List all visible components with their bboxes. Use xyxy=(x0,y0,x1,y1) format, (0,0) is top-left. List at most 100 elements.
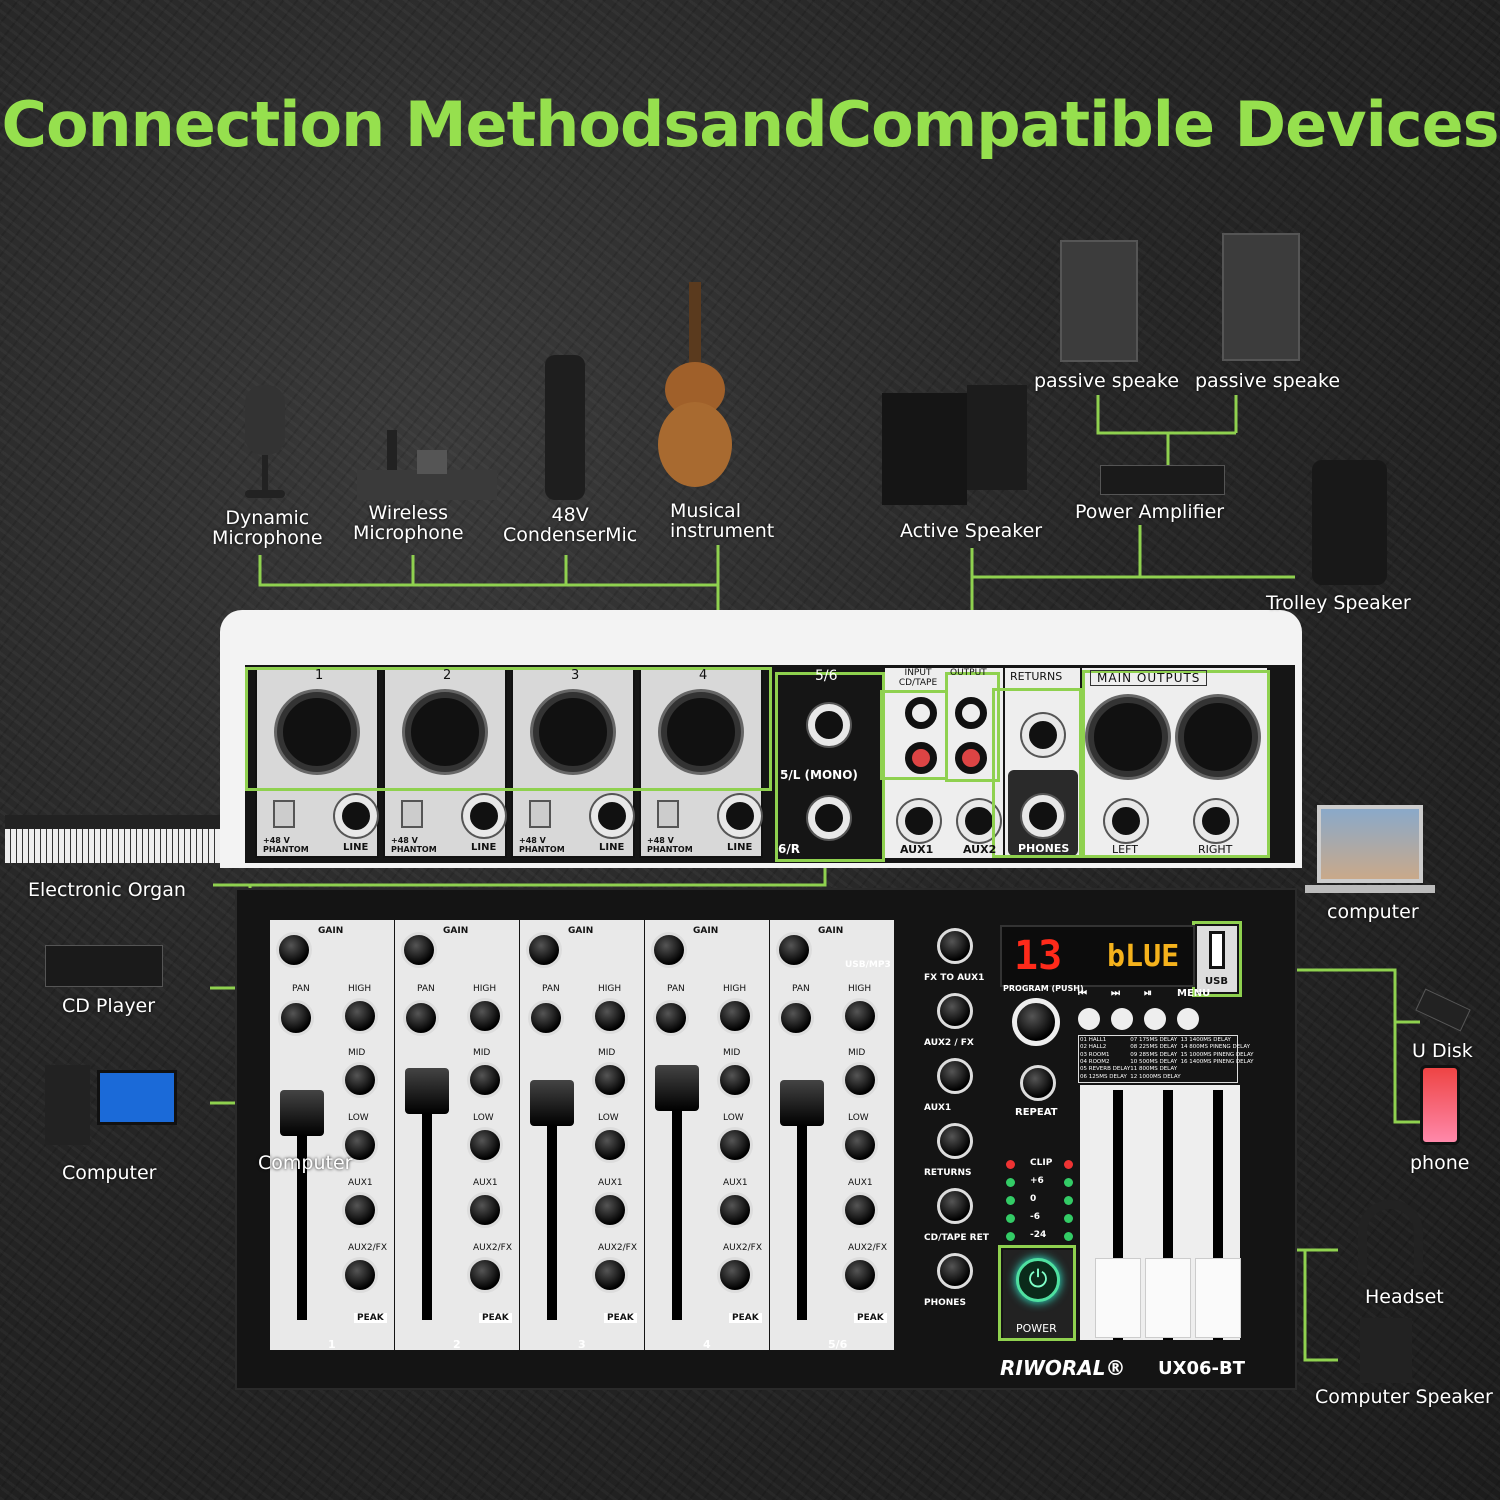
gain-knob[interactable] xyxy=(401,932,437,968)
channel-fader[interactable] xyxy=(780,1080,824,1126)
main-out-right-jack[interactable] xyxy=(1195,800,1237,842)
cd-in-right-rca[interactable] xyxy=(905,742,937,774)
high-knob[interactable] xyxy=(592,998,628,1034)
low-label: LOW xyxy=(348,1113,369,1123)
high-knob[interactable] xyxy=(717,998,753,1034)
model-name: UX06-BT xyxy=(1158,1358,1246,1379)
aux1-knob[interactable] xyxy=(842,1192,878,1228)
main-outputs-label: MAIN OUTPUTS xyxy=(1090,670,1208,686)
line-input-3[interactable] xyxy=(591,795,633,837)
aux2fx-knob[interactable] xyxy=(342,1257,378,1293)
aux1-knob[interactable] xyxy=(342,1192,378,1228)
low-knob[interactable] xyxy=(467,1127,503,1163)
master-fader[interactable] xyxy=(1095,1258,1141,1338)
program-knob[interactable] xyxy=(1012,998,1060,1046)
mid-knob[interactable] xyxy=(717,1062,753,1098)
transport-button[interactable] xyxy=(1078,1008,1100,1030)
master-knob[interactable] xyxy=(937,1188,973,1224)
low-knob[interactable] xyxy=(842,1127,878,1163)
tape-out-right-rca[interactable] xyxy=(955,742,987,774)
master-knob[interactable] xyxy=(937,928,973,964)
aux1-knob[interactable] xyxy=(592,1192,628,1228)
channel-fader[interactable] xyxy=(530,1080,574,1126)
high-knob[interactable] xyxy=(842,998,878,1034)
effect-item: 04 ROOM2 xyxy=(1080,1058,1110,1065)
pan-knob[interactable] xyxy=(653,1000,689,1036)
main-out-left-jack[interactable] xyxy=(1105,800,1147,842)
low-knob[interactable] xyxy=(717,1127,753,1163)
aux1-knob[interactable] xyxy=(467,1192,503,1228)
aux2fx-knob[interactable] xyxy=(842,1257,878,1293)
pan-knob[interactable] xyxy=(278,1000,314,1036)
line-input-1[interactable] xyxy=(335,795,377,837)
usb-port[interactable]: USB xyxy=(1197,926,1237,992)
aux2fx-knob[interactable] xyxy=(592,1257,628,1293)
transport-button[interactable] xyxy=(1144,1008,1166,1030)
right-label: RIGHT xyxy=(1198,843,1233,856)
main-out-left-xlr[interactable] xyxy=(1088,697,1168,777)
xlr-input-2[interactable] xyxy=(405,692,485,772)
master-knob[interactable] xyxy=(937,1123,973,1159)
power-button[interactable]: ⏻ xyxy=(1016,1258,1060,1302)
mid-knob[interactable] xyxy=(842,1062,878,1098)
transport-button[interactable] xyxy=(1177,1008,1199,1030)
phantom-switch[interactable] xyxy=(657,800,679,828)
returns-jack[interactable] xyxy=(1022,714,1064,756)
trolley-speaker-image xyxy=(1312,460,1387,585)
gain-knob[interactable] xyxy=(526,932,562,968)
master-knob-label: RETURNS xyxy=(924,1168,972,1178)
repeat-knob[interactable] xyxy=(1020,1065,1056,1101)
transport-label: MENU xyxy=(1177,988,1211,999)
transport-label: ⏭ xyxy=(1111,988,1120,999)
line-input-2[interactable] xyxy=(463,795,505,837)
input-5-jack[interactable] xyxy=(808,704,850,746)
master-fader[interactable] xyxy=(1145,1258,1191,1338)
low-knob[interactable] xyxy=(592,1127,628,1163)
pan-knob[interactable] xyxy=(528,1000,564,1036)
pan-knob[interactable] xyxy=(778,1000,814,1036)
master-knob[interactable] xyxy=(937,1058,973,1094)
mid-knob[interactable] xyxy=(467,1062,503,1098)
aux2-jack[interactable] xyxy=(958,800,1000,842)
cd-in-left-rca[interactable] xyxy=(905,697,937,729)
led-display: 13 bLUE xyxy=(1000,925,1195,987)
phantom-switch[interactable] xyxy=(401,800,423,828)
pan-label: PAN xyxy=(542,984,560,994)
mid-knob[interactable] xyxy=(592,1062,628,1098)
xlr-input-4[interactable] xyxy=(661,692,741,772)
aux1-jack[interactable] xyxy=(898,800,940,842)
strip-number: 1 xyxy=(328,1338,336,1351)
aux2fx-knob[interactable] xyxy=(467,1257,503,1293)
gain-knob[interactable] xyxy=(651,932,687,968)
xlr-input-3[interactable] xyxy=(533,692,613,772)
master-knob[interactable] xyxy=(937,993,973,1029)
gain-knob[interactable] xyxy=(776,932,812,968)
transport-button[interactable] xyxy=(1111,1008,1133,1030)
aux2fx-knob[interactable] xyxy=(717,1257,753,1293)
mid-knob[interactable] xyxy=(342,1062,378,1098)
high-knob[interactable] xyxy=(467,998,503,1034)
xlr-input-1[interactable] xyxy=(277,692,357,772)
aux1-knob[interactable] xyxy=(717,1192,753,1228)
tape-out-left-rca[interactable] xyxy=(955,697,987,729)
channel-fader[interactable] xyxy=(405,1068,449,1114)
low-knob[interactable] xyxy=(342,1127,378,1163)
phones-jack[interactable] xyxy=(1022,795,1064,837)
phantom-label: +48 V PHANTOM xyxy=(519,836,565,854)
master-knob-label: AUX2 / FX xyxy=(924,1038,974,1048)
master-knob[interactable] xyxy=(937,1253,973,1289)
line-input-4[interactable] xyxy=(719,795,761,837)
input-6-jack[interactable] xyxy=(808,797,850,839)
channel-fader[interactable] xyxy=(655,1065,699,1111)
aux2fx-label: AUX2/FX xyxy=(723,1243,763,1253)
phantom-switch[interactable] xyxy=(529,800,551,828)
phantom-label: +48 V PHANTOM xyxy=(263,836,309,854)
high-knob[interactable] xyxy=(342,998,378,1034)
phantom-switch[interactable] xyxy=(273,800,295,828)
master-fader[interactable] xyxy=(1195,1258,1241,1338)
pan-knob[interactable] xyxy=(403,1000,439,1036)
gain-knob[interactable] xyxy=(276,932,312,968)
channel-fader[interactable] xyxy=(280,1090,324,1136)
main-out-right-xlr[interactable] xyxy=(1178,697,1258,777)
label-cd-player: CD Player xyxy=(62,995,156,1017)
